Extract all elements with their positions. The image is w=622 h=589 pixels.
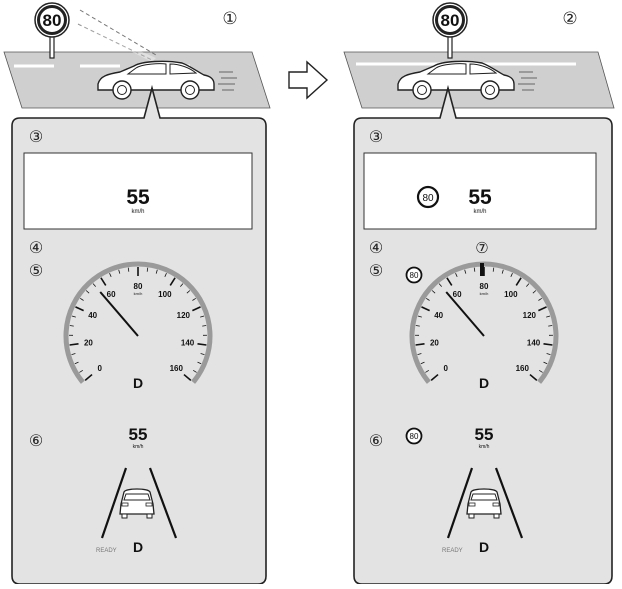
gauge-label-left: 80 [134, 282, 143, 291]
gauge-tick-right [474, 268, 475, 272]
cluster-speed-right: 55 [475, 425, 494, 444]
gauge-label-left: 100 [158, 290, 172, 299]
gauge-unit-left: km/h [134, 291, 143, 296]
panel-marker-6-right: ⑥ [369, 433, 383, 450]
gauge-unit-right: km/h [480, 291, 489, 296]
gear-right: D [479, 375, 489, 391]
gauge-label-right: 80 [480, 282, 489, 291]
speed-limit-tick [480, 263, 484, 276]
cluster-sign-right: 80 [410, 432, 419, 441]
sign-speed-right: 80 [441, 11, 460, 30]
cluster-speed-left: 55 [129, 425, 148, 444]
transition-arrow [289, 62, 327, 98]
panel-marker-3-left: ③ [29, 129, 43, 146]
gauge-tick-left [128, 268, 129, 272]
gauge-label-left: 60 [107, 290, 116, 299]
gauge-label-left: 40 [88, 311, 97, 320]
gauge-label-right: 120 [523, 311, 537, 320]
gauge-tick-right [493, 268, 494, 272]
gauge-label-left: 160 [170, 364, 184, 373]
gauge-label-right: 40 [434, 311, 443, 320]
panel-marker-6-left: ⑥ [29, 433, 43, 450]
gauge-label-right: 140 [527, 339, 541, 348]
scene-marker-1: ① [222, 9, 237, 28]
hud-speed-left: 55 [126, 186, 150, 209]
right-scene: 80 ② [344, 3, 614, 108]
cluster-unit-right: km/h [479, 444, 490, 450]
bottom-gear-left: D [133, 539, 143, 555]
gauge-label-left: 0 [97, 364, 102, 373]
gauge-sign-right: 80 [410, 271, 419, 280]
gauge-label-right: 20 [430, 339, 439, 348]
panel-marker-5-right: ⑤ [369, 263, 383, 280]
gear-left: D [133, 375, 143, 391]
hud-unit-right: km/h [473, 209, 486, 215]
gauge-label-right: 100 [504, 290, 518, 299]
hud-speed-right: 55 [468, 186, 492, 209]
panel-marker-5-left: ⑤ [29, 263, 43, 280]
scene-marker-2: ② [562, 9, 577, 28]
gauge-label-left: 140 [181, 339, 195, 348]
panel-marker-4-right: ④ [369, 240, 383, 257]
gauge-label-right: 0 [443, 364, 448, 373]
hud-unit-left: km/h [131, 209, 144, 215]
gauge-tick-left [147, 268, 148, 272]
tick-marker-7: ⑦ [475, 240, 488, 257]
gauge-label-right: 160 [516, 364, 530, 373]
bottom-gear-right: D [479, 539, 489, 555]
gauge-label-left: 20 [84, 339, 93, 348]
panel-marker-3-right: ③ [369, 129, 383, 146]
ready-right: READY [442, 548, 463, 554]
sign-speed-left: 80 [43, 11, 62, 30]
panel-marker-4-left: ④ [29, 240, 43, 257]
gauge-label-left: 120 [177, 311, 191, 320]
hud-sign-right: 80 [422, 193, 434, 204]
left-scene: 80 ① [4, 3, 270, 108]
cluster-unit-left: km/h [133, 444, 144, 450]
gauge-label-right: 60 [453, 290, 462, 299]
ready-left: READY [96, 548, 117, 554]
